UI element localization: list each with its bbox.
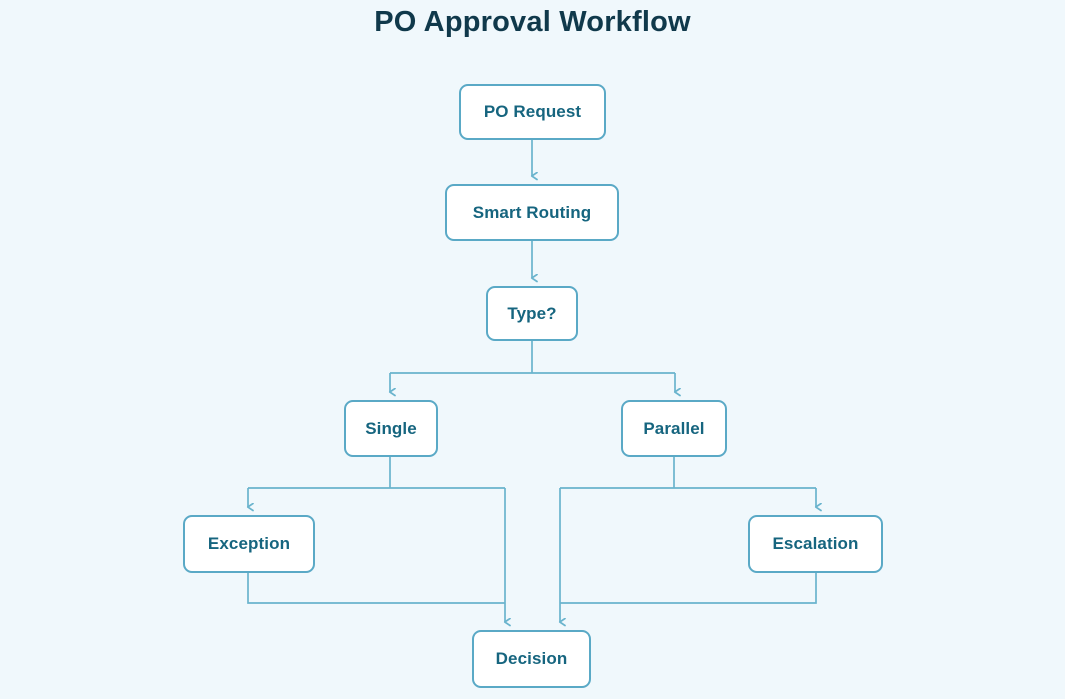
node-escalation-label: Escalation bbox=[772, 534, 859, 553]
node-decision[interactable]: Decision bbox=[472, 630, 591, 688]
node-parallel[interactable]: Parallel bbox=[621, 400, 727, 457]
node-escalation[interactable]: Escalation bbox=[748, 515, 883, 573]
node-type-label: Type? bbox=[507, 303, 557, 323]
node-single-label: Single bbox=[365, 418, 417, 438]
node-exception[interactable]: Exception bbox=[183, 515, 315, 573]
node-po-request-label: PO Request bbox=[483, 102, 582, 121]
page-title: PO Approval Workflow bbox=[374, 6, 691, 38]
node-single[interactable]: Single bbox=[344, 400, 438, 457]
node-parallel-label: Parallel bbox=[643, 418, 705, 438]
edge-exception-to-decision bbox=[247, 573, 505, 604]
node-smart-routing-label: Smart Routing bbox=[472, 202, 592, 222]
node-po-request[interactable]: PO Request bbox=[459, 84, 606, 140]
node-decision-label: Decision bbox=[495, 649, 568, 668]
edge-escalation-to-decision bbox=[560, 573, 817, 604]
node-type[interactable]: Type? bbox=[486, 286, 578, 341]
node-exception-label: Exception bbox=[207, 534, 291, 553]
node-smart-routing[interactable]: Smart Routing bbox=[445, 184, 619, 241]
